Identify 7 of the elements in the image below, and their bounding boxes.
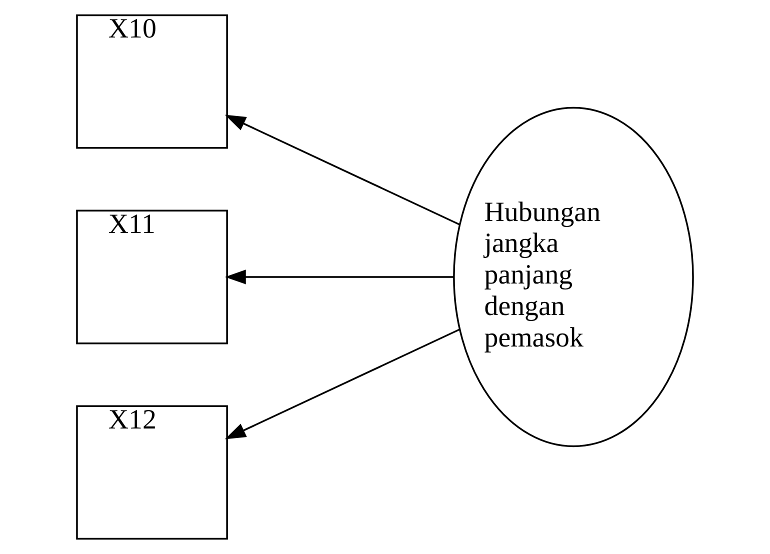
arrow xyxy=(224,328,460,440)
node-box: X12 xyxy=(76,405,228,540)
arrow xyxy=(224,270,454,284)
node-ellipse: Hubungan jangka panjang dengan pemasok xyxy=(453,106,694,448)
node-box: X10 xyxy=(76,14,228,149)
arrow xyxy=(224,114,460,226)
node-box: X11 xyxy=(76,210,228,344)
